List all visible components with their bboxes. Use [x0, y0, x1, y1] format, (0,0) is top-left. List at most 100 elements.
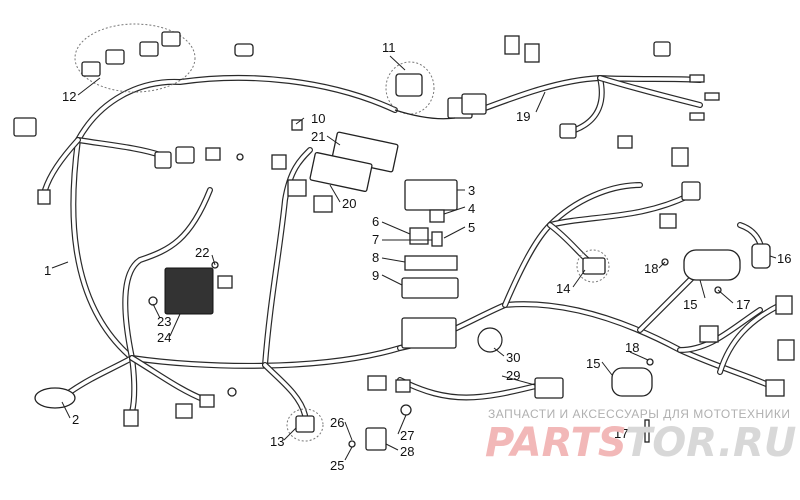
part-18b — [646, 358, 654, 366]
watermark-brand-left: PARTS — [485, 420, 627, 466]
spade-2 — [704, 92, 720, 101]
connector-bottom-c — [199, 394, 215, 408]
callout-20: 20 — [342, 196, 356, 211]
part-17b-bolt — [644, 419, 650, 443]
connector-mid-a — [367, 375, 387, 391]
spade-3 — [689, 112, 705, 121]
connector-left-top — [13, 117, 37, 137]
connector-14 — [576, 249, 610, 283]
connector-a — [271, 154, 287, 170]
connector-r8 — [765, 379, 785, 397]
callout-21: 21 — [311, 129, 325, 144]
connector-19-main-b — [461, 93, 487, 115]
connector-r1 — [617, 135, 633, 149]
connector-group-12 — [74, 23, 196, 93]
callout-2: 2 — [72, 412, 79, 427]
callout-24: 24 — [157, 330, 171, 345]
callout-15b: 15 — [586, 356, 600, 371]
callout-3: 3 — [468, 183, 475, 198]
callout-9: 9 — [372, 268, 379, 283]
callout-12: 12 — [62, 89, 76, 104]
coil-15-lower — [611, 358, 654, 443]
connector-pair-b — [175, 146, 195, 164]
leader-lines — [51, 55, 777, 461]
coil-upper-body — [683, 249, 741, 281]
connector-small — [205, 147, 221, 161]
callout-13: 13 — [270, 434, 284, 449]
part-6-relay — [409, 227, 429, 245]
plug-top — [234, 43, 254, 57]
callout-23: 23 — [157, 314, 171, 329]
callout-12-circle — [74, 23, 196, 93]
part-3-cover — [404, 179, 458, 211]
part-27 — [400, 404, 412, 416]
part-4 — [429, 209, 445, 223]
connector-29 — [534, 377, 564, 399]
callout-10: 10 — [311, 111, 325, 126]
callout-5: 5 — [468, 220, 475, 235]
connector-12a — [81, 61, 101, 77]
part-8-block — [404, 255, 458, 271]
harness-wires — [42, 74, 783, 418]
callout-29: 29 — [506, 368, 520, 383]
regulator-connector — [217, 275, 233, 289]
connector-r3 — [681, 181, 701, 201]
fuse-box-parts — [401, 179, 459, 349]
connector-mid-b — [395, 379, 411, 393]
part-28 — [365, 427, 387, 451]
fuse-box-base — [401, 317, 457, 349]
callout-1: 1 — [44, 263, 51, 278]
connector-r7 — [777, 339, 795, 361]
cdi-modules — [291, 119, 399, 193]
thin-lead-11 — [394, 109, 456, 120]
ring-terminal — [236, 153, 244, 161]
callout-16: 16 — [777, 251, 791, 266]
callout-numbers: 1 2 3 4 5 6 7 8 9 10 11 12 13 14 15 15 1… — [44, 40, 791, 473]
part-9-tray — [401, 277, 459, 299]
connector-top-right-a — [504, 35, 520, 55]
spade-1 — [689, 74, 705, 83]
watermark: ЗАПЧАСТИ И АКСЕССУАРЫ ДЛЯ МОТОТЕХНИКИ PA… — [485, 407, 796, 466]
watermark-tagline: ЗАПЧАСТИ И АКСЕССУАРЫ ДЛЯ МОТОТЕХНИКИ — [488, 407, 790, 421]
callout-17b: 17 — [614, 426, 628, 441]
callout-17a: 17 — [736, 297, 750, 312]
connector-12b — [105, 49, 125, 65]
watermark-brand-right: TOR.RU — [625, 420, 796, 466]
callout-11: 11 — [382, 40, 396, 55]
connector-top-right-b — [524, 43, 540, 63]
callout-6: 6 — [372, 214, 379, 229]
part-20 — [309, 151, 373, 193]
callout-26: 26 — [330, 415, 344, 430]
callout-27: 27 — [400, 428, 414, 443]
coil-15-upper — [661, 249, 741, 294]
ground-terminal — [227, 387, 237, 397]
connector-bottom-a — [123, 409, 139, 427]
connector-13 — [286, 408, 324, 442]
connector-r2 — [671, 147, 689, 167]
callout-7: 7 — [372, 232, 379, 247]
callout-28: 28 — [400, 444, 414, 459]
connector-11 — [385, 61, 435, 115]
connector-12c — [139, 41, 159, 57]
part-25 — [348, 440, 356, 448]
callout-22: 22 — [195, 245, 209, 260]
coil-body — [611, 367, 653, 397]
part-16-cap — [751, 243, 771, 269]
part-30-ring — [477, 327, 503, 353]
part-24 — [164, 267, 214, 315]
part-10 — [291, 119, 303, 131]
callout-15a: 15 — [683, 297, 697, 312]
callout-18a: 18 — [644, 261, 658, 276]
connector-bottom-b — [175, 403, 193, 419]
connector-r4 — [659, 213, 677, 229]
callout-25: 25 — [330, 458, 344, 473]
connector-19-tail — [559, 123, 577, 139]
callout-4: 4 — [468, 201, 475, 216]
regulator-24 — [148, 261, 233, 315]
switch-28 — [348, 404, 412, 451]
callout-8: 8 — [372, 250, 379, 265]
connector-12d — [161, 31, 181, 47]
part-2 — [34, 387, 76, 409]
